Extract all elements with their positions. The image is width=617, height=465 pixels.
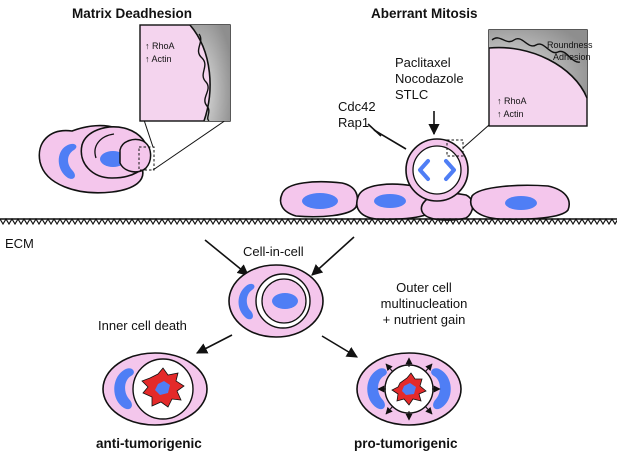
drug-stlc: STLC <box>395 87 429 102</box>
anti-tumorigenic-label: anti-tumorigenic <box>96 436 202 451</box>
cell-in-cell-structure <box>228 264 324 338</box>
inset-left <box>139 24 231 122</box>
zoom-box-left <box>138 146 155 171</box>
inhibitor-cdc42: Cdc42 <box>338 99 376 114</box>
outer-crescent-nucleus <box>58 143 77 179</box>
inset-right-adhesion: Adhesion <box>553 52 591 62</box>
inset-left-actin: ↑ Actin <box>145 54 172 64</box>
inhibitor-rap1: Rap1 <box>338 115 370 130</box>
multinucleation-label: multinucleation <box>380 296 468 311</box>
drug-nocodazole: Nocodazole <box>395 71 464 86</box>
mitotic-rounded-cell <box>405 124 490 202</box>
inset-right <box>488 29 588 127</box>
outer-cell-multinucleation-structure <box>356 352 462 426</box>
ecm-label: ECM <box>5 236 34 251</box>
header-matrix-deadhesion: Matrix Deadhesion <box>72 6 193 21</box>
ecm-substrate <box>0 217 617 226</box>
inhibition-line <box>373 129 407 150</box>
nutrient-gain-label: + nutrient gain <box>382 312 466 327</box>
cell-in-cell-label: Cell-in-cell <box>243 244 304 259</box>
epithelial-monolayer <box>279 180 570 221</box>
inner-cell-death-label: Inner cell death <box>98 318 187 333</box>
header-aberrant-mitosis: Aberrant Mitosis <box>371 6 478 21</box>
deadhesion-cell-cluster <box>38 119 227 194</box>
pro-tumorigenic-label: pro-tumorigenic <box>354 436 458 451</box>
outer-cell-label: Outer cell <box>396 280 452 295</box>
rounded-detached-cell <box>119 138 152 173</box>
inset-left-rhoa: ↑ RhoA <box>145 41 175 51</box>
inner-cell-death-structure <box>102 352 208 426</box>
inset-right-actin: ↑ Actin <box>497 109 524 119</box>
middle-cell-inner-membrane <box>94 133 115 159</box>
inset-right-roundness: Roundness <box>547 40 593 50</box>
nutrient-release-arrows <box>377 357 441 421</box>
inset-right-rhoa: ↑ RhoA <box>497 96 527 106</box>
drug-paclitaxel: Paclitaxel <box>395 55 451 70</box>
